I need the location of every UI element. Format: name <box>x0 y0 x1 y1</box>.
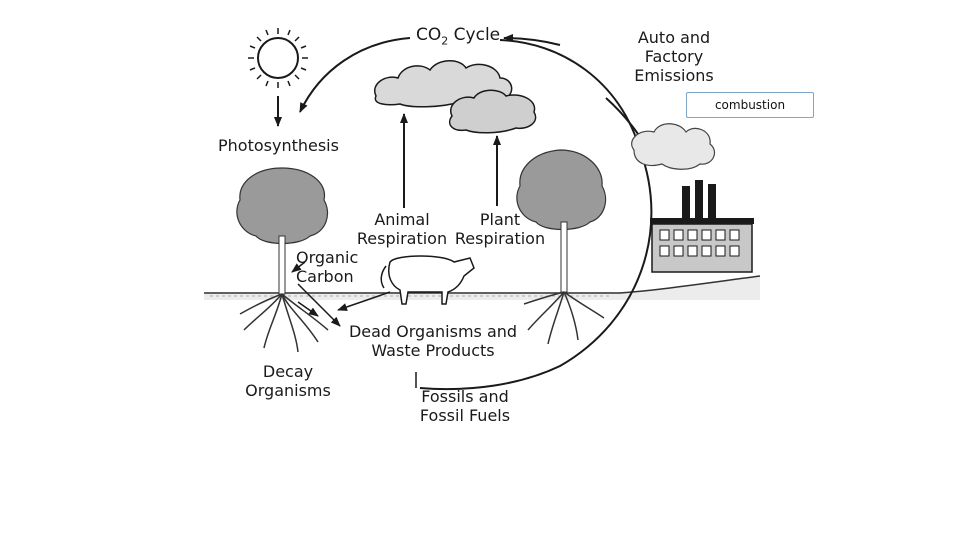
animal-resp-line-2: Respiration <box>356 229 448 248</box>
dead-organisms-line-1: Dead Organisms and <box>348 322 518 341</box>
sun-icon <box>248 28 308 88</box>
dead-organisms-line-2: Waste Products <box>371 341 495 360</box>
plant-resp-line-2: Respiration <box>454 229 546 248</box>
fossils-line-1: Fossils and <box>421 387 509 406</box>
arrow-to-title <box>503 34 561 46</box>
combustion-annotation-box[interactable]: combustion <box>686 92 814 118</box>
title-prefix: CO <box>416 25 442 45</box>
title-subscript: 2 <box>441 34 449 48</box>
animal-respiration-label: Animal Respiration <box>354 210 450 248</box>
fossils-label: Fossils and Fossil Fuels <box>414 387 516 425</box>
cow-icon <box>380 255 475 305</box>
organic-carbon-line-2: Carbon <box>296 267 354 286</box>
title-suffix: Cycle <box>448 25 501 45</box>
decay-line-1: Decay <box>262 362 314 381</box>
decay-organisms-label: Decay Organisms <box>242 362 334 400</box>
animal-resp-line-1: Animal <box>374 210 430 229</box>
photosynthesis-label: Photosynthesis <box>218 136 339 155</box>
emissions-line-1: Auto and <box>637 28 711 47</box>
cloud-icon <box>373 60 537 134</box>
decay-line-2: Organisms <box>245 381 331 400</box>
cycle-title: CO2 Cycle <box>416 26 500 50</box>
tree-left <box>236 167 329 353</box>
ground <box>204 275 761 300</box>
organic-carbon-line-1: Organic <box>296 248 359 267</box>
emissions-label: Auto and Factory Emissions <box>626 28 722 85</box>
tree-right <box>516 149 607 345</box>
dead-organisms-label: Dead Organisms and Waste Products <box>344 322 522 360</box>
factory-icon <box>631 123 754 273</box>
plant-resp-line-1: Plant <box>479 210 521 229</box>
emissions-line-3: Emissions <box>634 66 714 85</box>
fossils-line-2: Fossil Fuels <box>419 406 511 425</box>
cycle-circle <box>299 37 653 391</box>
flow-arrows <box>291 261 417 388</box>
plant-respiration-label: Plant Respiration <box>452 210 548 248</box>
organic-carbon-label: Organic Carbon <box>296 248 358 286</box>
emissions-line-2: Factory <box>644 47 704 66</box>
